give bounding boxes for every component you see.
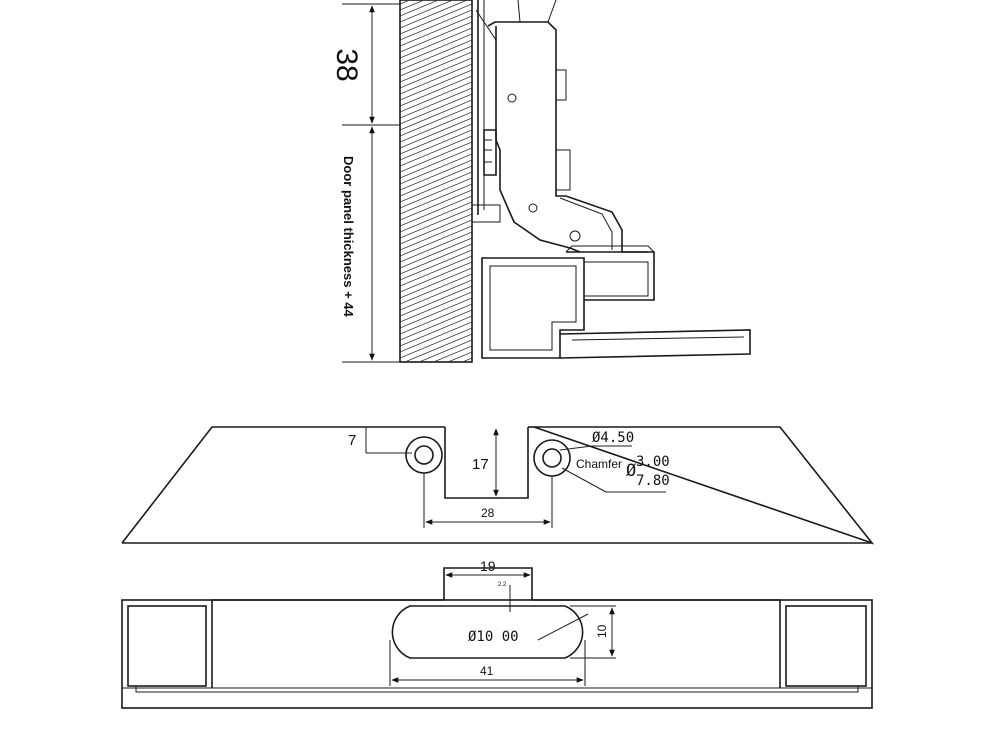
hatch-line <box>400 0 440 17</box>
hatch-line <box>400 165 472 197</box>
hatch-line <box>400 255 472 287</box>
hatch-line <box>400 177 472 209</box>
hinge-arm <box>472 0 648 253</box>
hatch-line <box>400 3 472 35</box>
right-hole <box>533 439 571 477</box>
chamfer-leader <box>561 467 607 493</box>
hatch-line <box>400 261 472 293</box>
oblong-slot <box>391 567 584 659</box>
dim-19-label: 19 <box>480 558 496 574</box>
hatch-line <box>400 15 472 47</box>
hatch-line <box>400 117 472 149</box>
bottom-plate-outline <box>121 599 873 709</box>
hatch-line <box>400 75 472 107</box>
hatch-line <box>400 105 472 137</box>
hatch-line <box>400 153 472 185</box>
hatch-line <box>403 333 472 362</box>
dim-10-label: 10 <box>595 624 609 638</box>
hatch-line <box>400 189 472 221</box>
hatch-line <box>400 81 472 113</box>
hatch-line <box>446 351 472 362</box>
hatch-line <box>400 249 472 281</box>
hatch-line <box>400 237 472 269</box>
bottom-view: 19 2.2 Ø10 00 10 41 <box>121 558 873 709</box>
hatch-line <box>400 315 472 347</box>
hatch-line <box>400 57 472 89</box>
hatch-line <box>400 370 472 400</box>
hatch-line <box>400 99 472 131</box>
chamfer-inner-value: 7.80 <box>636 473 670 489</box>
hatch-line <box>400 285 472 317</box>
hatch-line <box>400 51 472 83</box>
hatch-line <box>400 45 472 77</box>
hatch-line <box>400 309 472 341</box>
chamfer-label: Chamfer <box>576 457 622 471</box>
hatch-line <box>400 207 472 239</box>
front-view: 7 17 28 Ø4.50 Chamfer Ø 3.00 7.80 <box>121 426 875 545</box>
hatch-line <box>400 141 472 173</box>
dim-diameter-label: Ø10 00 <box>468 629 519 645</box>
hatch-line <box>400 243 472 275</box>
dim-small-label: 2.2 <box>498 582 507 588</box>
side-view: 38 Door panel thickness + 44 <box>330 0 751 406</box>
hatch-line <box>400 159 472 191</box>
hatch-line <box>400 376 472 406</box>
dim-38-label: 38 <box>330 48 363 81</box>
hatch-line <box>400 9 472 41</box>
hatch-line <box>400 129 472 161</box>
hatch-line <box>400 69 472 101</box>
hatch-line <box>400 0 426 11</box>
hatch-line <box>400 219 472 251</box>
hatch-line <box>400 0 469 29</box>
hatch-line <box>432 345 472 362</box>
hatch-line <box>400 273 472 305</box>
hatch-line <box>418 339 472 362</box>
dim-17-label: 17 <box>472 456 489 473</box>
dim-diameter-leader <box>537 613 589 641</box>
chamfer-outer-value: 3.00 <box>636 454 670 470</box>
hatch-line <box>400 63 472 95</box>
hatch-line <box>400 27 472 59</box>
hatch-line <box>400 195 472 227</box>
hatch-line <box>400 39 472 71</box>
hatch-line <box>400 183 472 215</box>
hole-leader <box>559 445 593 451</box>
hatch-line <box>400 291 472 323</box>
hatch-line <box>400 123 472 155</box>
hatch-line <box>400 213 472 245</box>
mounting-profile <box>481 245 751 359</box>
hatch-line <box>400 93 472 125</box>
hatch-line <box>400 279 472 311</box>
hole-diameter-label: Ø4.50 <box>592 430 634 446</box>
dim-28-label: 28 <box>481 506 495 520</box>
door-thickness-label: Door panel thickness + 44 <box>341 156 356 318</box>
hatch-line <box>400 303 472 335</box>
hatch-line <box>400 87 472 119</box>
left-channel <box>127 605 207 687</box>
hatch-line <box>400 0 454 23</box>
door-panel <box>399 0 473 406</box>
dim-41-label: 41 <box>480 664 494 678</box>
hatch-line <box>400 267 472 299</box>
hatch-line <box>400 21 472 53</box>
dim-7-label: 7 <box>348 432 356 449</box>
hatch-line <box>400 147 472 179</box>
chamfer-symbol: Ø <box>626 461 636 481</box>
hatch-line <box>400 231 472 263</box>
hatch-line <box>400 225 472 257</box>
front-plate-outline <box>121 426 875 545</box>
hatch-line <box>400 171 472 203</box>
hatch-line <box>400 364 472 394</box>
right-channel <box>785 605 867 687</box>
hatch-line <box>400 135 472 167</box>
hatch-line <box>400 33 472 65</box>
hatch-line <box>400 111 472 143</box>
hatch-line <box>400 297 472 329</box>
hatch-line <box>400 327 472 359</box>
hatch-line <box>400 201 472 233</box>
left-hole <box>405 436 443 474</box>
hatch-line <box>400 321 472 353</box>
